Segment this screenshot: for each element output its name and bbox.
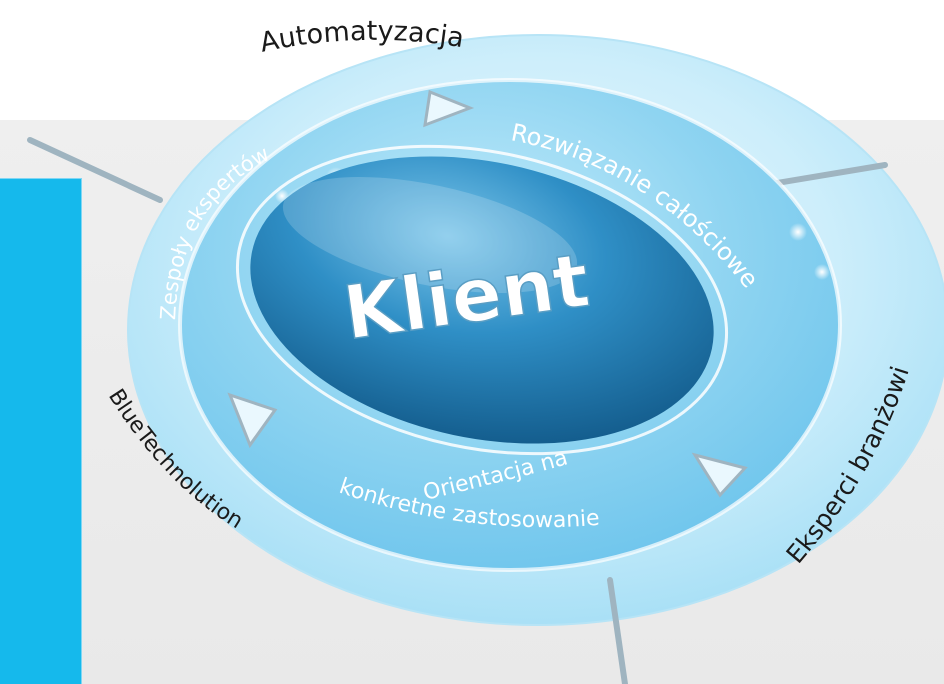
arrow-break (691, 452, 748, 498)
cyan-side-panel (0, 178, 82, 684)
outer-separator (607, 577, 628, 684)
core-rim (235, 144, 729, 456)
arrow-break (423, 89, 475, 128)
center-label: Klient (339, 238, 595, 357)
core (250, 156, 714, 444)
outer-separator (27, 137, 163, 203)
glint (814, 264, 830, 280)
arrow-break (227, 392, 278, 449)
glint (789, 223, 807, 241)
